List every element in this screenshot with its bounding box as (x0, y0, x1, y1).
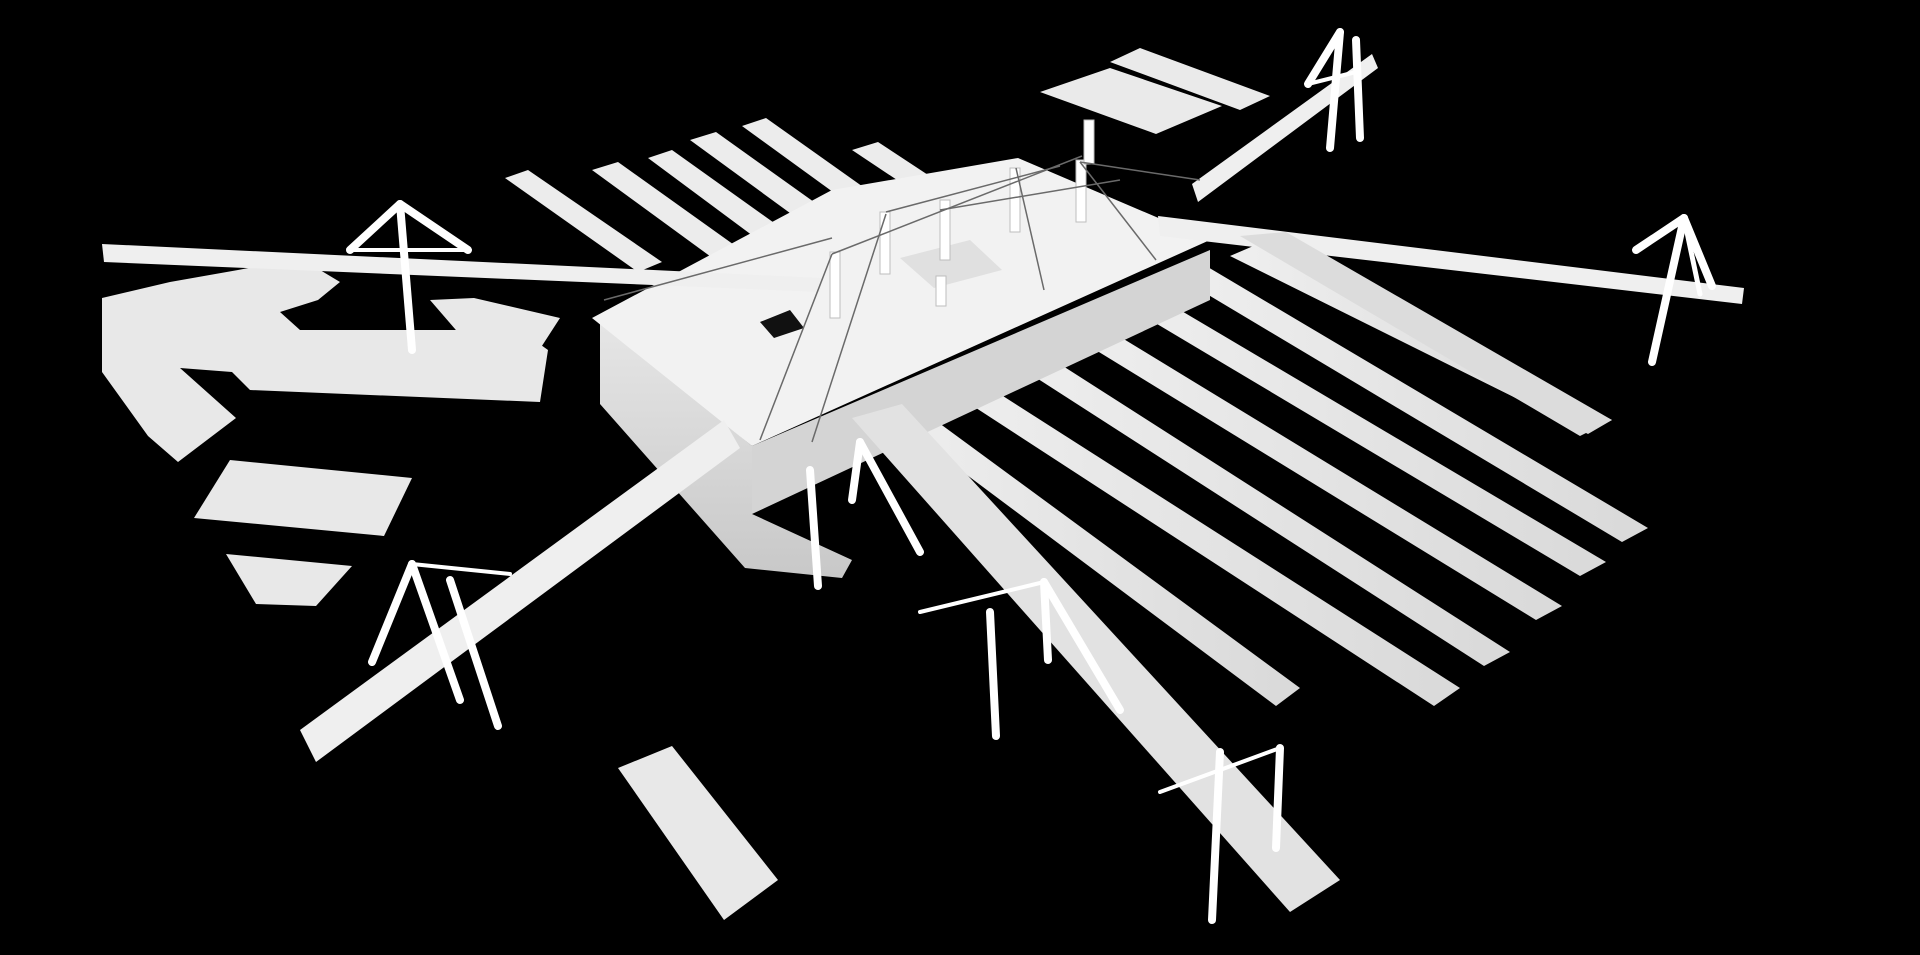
mast-front-left (368, 560, 512, 730)
column-4 (1009, 167, 1021, 233)
bridge-bars (102, 48, 1744, 912)
front-platform-strips (880, 244, 1648, 706)
station-roof (592, 158, 1210, 446)
column-5 (1075, 159, 1087, 223)
mast-front-center (918, 578, 1124, 740)
front-strip-6 (1170, 260, 1648, 542)
column-2 (879, 211, 891, 275)
cable (759, 253, 833, 441)
front-strip-3 (990, 336, 1510, 666)
bridge-bar-front-left (300, 420, 740, 762)
cable (1015, 167, 1045, 291)
cable (885, 165, 1061, 213)
rear-strip-3 (648, 150, 798, 250)
front-strip-1 (880, 398, 1300, 706)
cable (1079, 161, 1201, 181)
cable (811, 213, 887, 443)
cable (603, 237, 833, 301)
columns (829, 119, 1095, 319)
cable (1079, 161, 1157, 261)
rear-strip-2 (592, 162, 744, 262)
top-deck-right (1110, 48, 1270, 110)
column-6 (1083, 119, 1095, 165)
roof-light-well (760, 310, 804, 338)
ground-block-small (226, 554, 352, 606)
front-strip-2 (930, 366, 1460, 706)
cable (831, 155, 1083, 255)
ground-block-large (102, 258, 548, 462)
column-3 (939, 199, 951, 261)
left-ground-blocks (102, 258, 778, 920)
mast-top (1304, 28, 1364, 152)
ramp-right (1240, 232, 1612, 436)
mast-left (346, 200, 472, 354)
front-strip-4 (1050, 310, 1562, 620)
column-1 (829, 251, 841, 319)
rear-strip-1 (505, 170, 662, 272)
mast-front-mid (806, 438, 924, 590)
ground-block-right (430, 298, 560, 352)
cable (939, 179, 1121, 211)
ground-block-front (618, 746, 778, 920)
roof-cables (603, 155, 1201, 443)
mast-trusses (346, 28, 1716, 924)
rear-platform-strips (505, 118, 960, 272)
bridge-bar-right (1158, 216, 1744, 304)
mast-front-right (1158, 744, 1284, 924)
roof-lantern (900, 240, 1002, 288)
top-deck-left (1040, 68, 1222, 134)
ground-block-mid (194, 460, 412, 536)
column-7 (935, 275, 947, 307)
mast-right (1632, 214, 1716, 366)
bridge-bar-left (102, 244, 822, 292)
front-strip-5 (1110, 284, 1606, 576)
